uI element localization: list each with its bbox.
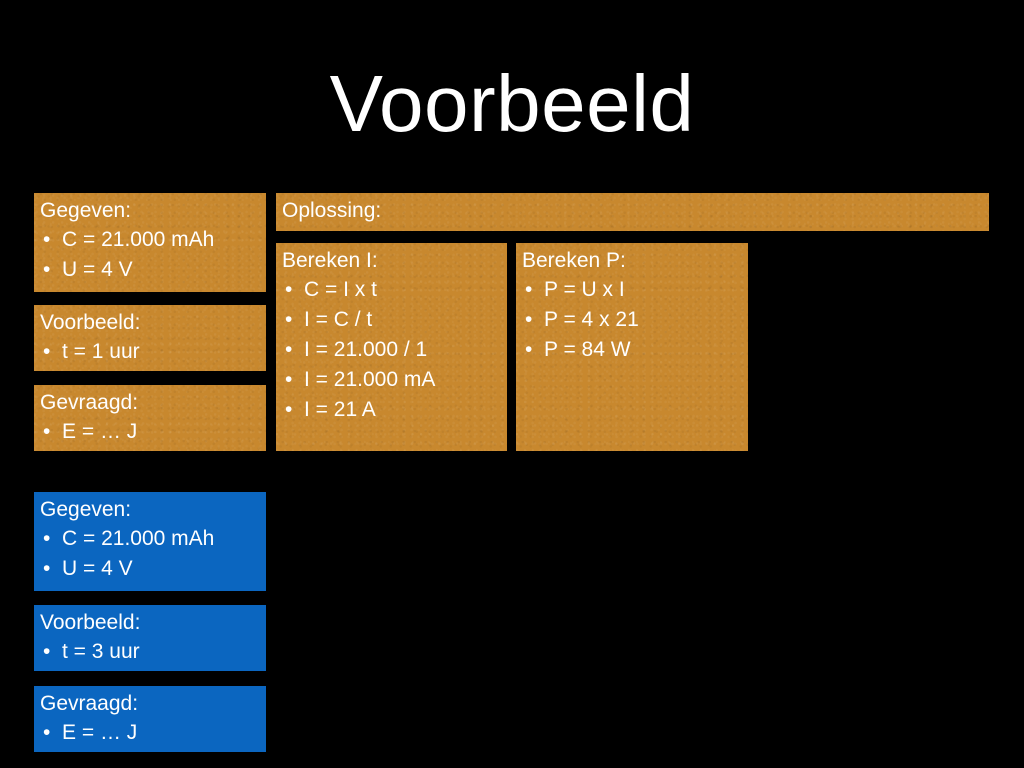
bullet-item: • I = 21.000 mA bbox=[282, 365, 501, 395]
panel-gevraagd-blue: Gevraagd: • E = … J bbox=[34, 686, 266, 752]
bullet-item: • P = U x I bbox=[522, 275, 742, 305]
bullet-item: • I = 21 A bbox=[282, 395, 501, 425]
bullet-dot-icon: • bbox=[525, 278, 533, 301]
bullet-dot-icon: • bbox=[285, 398, 293, 421]
bullet-item: • I = 21.000 / 1 bbox=[282, 335, 501, 365]
panel-heading: Voorbeeld: bbox=[40, 311, 141, 334]
panel-heading: Gevraagd: bbox=[40, 391, 139, 414]
bullet-text: t = 3 uur bbox=[62, 640, 140, 663]
bullet-text: P = 84 W bbox=[544, 338, 631, 361]
bullet-text: C = 21.000 mAh bbox=[62, 527, 215, 550]
bullet-text: E = … J bbox=[62, 721, 138, 744]
bullet-dot-icon: • bbox=[43, 258, 51, 281]
bullet-item: • P = 84 W bbox=[522, 335, 742, 365]
bullet-list: • E = … J bbox=[40, 718, 260, 748]
panel-gevraagd-orange: Gevraagd: • E = … J bbox=[34, 385, 266, 451]
bullet-text: U = 4 V bbox=[62, 258, 133, 281]
bullet-item: • C = I x t bbox=[282, 275, 501, 305]
bullet-dot-icon: • bbox=[43, 557, 51, 580]
bullet-dot-icon: • bbox=[525, 338, 533, 361]
bullet-text: E = … J bbox=[62, 420, 138, 443]
bullet-text: C = I x t bbox=[304, 278, 377, 301]
bullet-dot-icon: • bbox=[525, 308, 533, 331]
bullet-dot-icon: • bbox=[43, 640, 51, 663]
panel-voorbeeld-blue: Voorbeeld: • t = 3 uur bbox=[34, 605, 266, 671]
bullet-item: • C = 21.000 mAh bbox=[40, 225, 260, 255]
bullet-text: I = 21.000 mA bbox=[304, 368, 436, 391]
bullet-dot-icon: • bbox=[43, 527, 51, 550]
bullet-item: • E = … J bbox=[40, 417, 260, 447]
bullet-list: • E = … J bbox=[40, 417, 260, 447]
bullet-item: • t = 3 uur bbox=[40, 637, 260, 667]
bullet-dot-icon: • bbox=[43, 228, 51, 251]
bullet-dot-icon: • bbox=[43, 340, 51, 363]
bullet-item: • U = 4 V bbox=[40, 255, 260, 285]
panel-heading: Oplossing: bbox=[282, 199, 382, 222]
bullet-item: • E = … J bbox=[40, 718, 260, 748]
panel-heading: Gegeven: bbox=[40, 498, 132, 521]
bullet-list: • t = 1 uur bbox=[40, 337, 260, 367]
bullet-dot-icon: • bbox=[285, 368, 293, 391]
bullet-dot-icon: • bbox=[43, 721, 51, 744]
bullet-text: I = 21.000 / 1 bbox=[304, 338, 428, 361]
panel-gegeven-blue: Gegeven: • C = 21.000 mAh • U = 4 V bbox=[34, 492, 266, 591]
bullet-text: I = C / t bbox=[304, 308, 373, 331]
bullet-dot-icon: • bbox=[285, 308, 293, 331]
bullet-item: • C = 21.000 mAh bbox=[40, 524, 260, 554]
panel-heading: Bereken I: bbox=[282, 249, 378, 272]
bullet-text: C = 21.000 mAh bbox=[62, 228, 215, 251]
bullet-text: t = 1 uur bbox=[62, 340, 140, 363]
panel-heading: Voorbeeld: bbox=[40, 611, 141, 634]
bullet-dot-icon: • bbox=[285, 278, 293, 301]
bullet-text: U = 4 V bbox=[62, 557, 133, 580]
bullet-item: • P = 4 x 21 bbox=[522, 305, 742, 335]
bullet-item: • U = 4 V bbox=[40, 554, 260, 584]
panel-oplossing-header: Oplossing: bbox=[276, 193, 989, 231]
panel-heading: Gegeven: bbox=[40, 199, 132, 222]
bullet-list: • t = 3 uur bbox=[40, 637, 260, 667]
bullet-dot-icon: • bbox=[285, 338, 293, 361]
panel-voorbeeld-orange: Voorbeeld: • t = 1 uur bbox=[34, 305, 266, 371]
bullet-list: • C = 21.000 mAh • U = 4 V bbox=[40, 225, 260, 285]
panel-heading: Gevraagd: bbox=[40, 692, 139, 715]
bullet-item: • I = C / t bbox=[282, 305, 501, 335]
page-title: Voorbeeld bbox=[329, 59, 695, 148]
bullet-text: I = 21 A bbox=[304, 398, 376, 421]
bullet-item: • t = 1 uur bbox=[40, 337, 260, 367]
panel-heading: Bereken P: bbox=[522, 249, 626, 272]
panel-bereken-i: Bereken I: • C = I x t • I = C / t • I = 21.0… bbox=[276, 243, 507, 451]
bullet-list: • P = U x I • P = 4 x 21 • P = 84 W bbox=[522, 275, 742, 365]
panel-bereken-p: Bereken P: • P = U x I • P = 4 x 21 • P = 84 … bbox=[516, 243, 748, 451]
bullet-list: • C = I x t • I = C / t • I = 21.000 / 1 • I = … bbox=[282, 275, 501, 425]
bullet-dot-icon: • bbox=[43, 420, 51, 443]
bullet-text: P = U x I bbox=[544, 278, 625, 301]
panel-gegeven-orange: Gegeven: • C = 21.000 mAh • U = 4 V bbox=[34, 193, 266, 292]
bullet-list: • C = 21.000 mAh • U = 4 V bbox=[40, 524, 260, 584]
bullet-text: P = 4 x 21 bbox=[544, 308, 639, 331]
